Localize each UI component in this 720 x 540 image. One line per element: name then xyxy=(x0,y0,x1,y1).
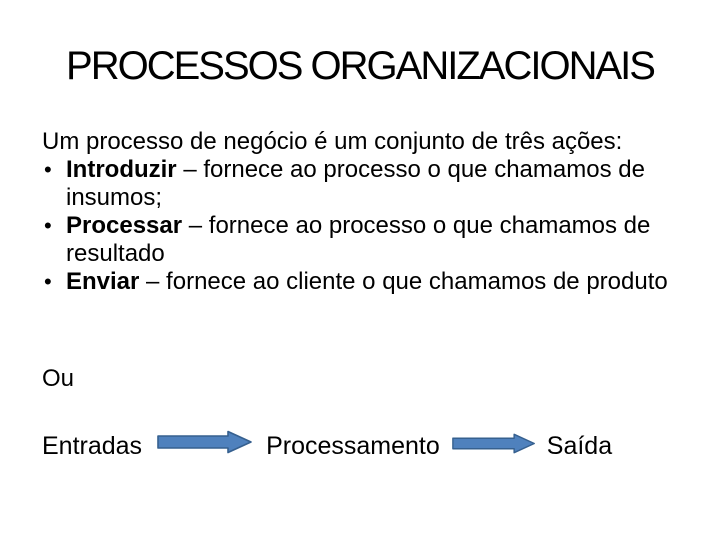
bullet-item-enviar: • Enviar – fornece ao cliente o que cham… xyxy=(42,268,672,296)
right-block-arrow-icon xyxy=(450,431,538,461)
bullet-text: – fornece ao processo o que chamamos de … xyxy=(66,212,651,267)
bullet-term: Introduzir xyxy=(66,156,177,183)
bullet-icon: • xyxy=(44,157,52,182)
intro-line: Um processo de negócio é um conjunto de … xyxy=(42,128,623,155)
bullet-term: Enviar xyxy=(66,268,140,295)
connector-label: Ou xyxy=(42,365,75,392)
bullet-term: Processar xyxy=(66,212,183,239)
bullet-text: – fornece ao processo o que chamamos de … xyxy=(66,156,645,211)
flow-step-saida: Saída xyxy=(546,431,613,460)
bullet-item-introduzir: • Introduzir – fornece ao processo o que… xyxy=(42,156,672,212)
process-flow-diagram: Entradas Processamento Saída xyxy=(42,430,612,461)
bullet-item-processar: • Processar – fornece ao processo o que … xyxy=(42,212,672,268)
right-block-arrow-icon xyxy=(157,430,253,461)
body-text-block: Um processo de negócio é um conjunto de … xyxy=(42,128,672,296)
bullet-icon: • xyxy=(44,213,52,238)
bullet-icon: • xyxy=(44,269,52,294)
bullet-text: – fornece ao cliente o que chamamos de p… xyxy=(139,268,668,295)
flow-step-processamento: Processamento xyxy=(266,431,440,460)
slide-title: PROCESSOS ORGANIZACIONAIS xyxy=(66,44,656,88)
flow-step-entradas: Entradas xyxy=(42,431,143,460)
